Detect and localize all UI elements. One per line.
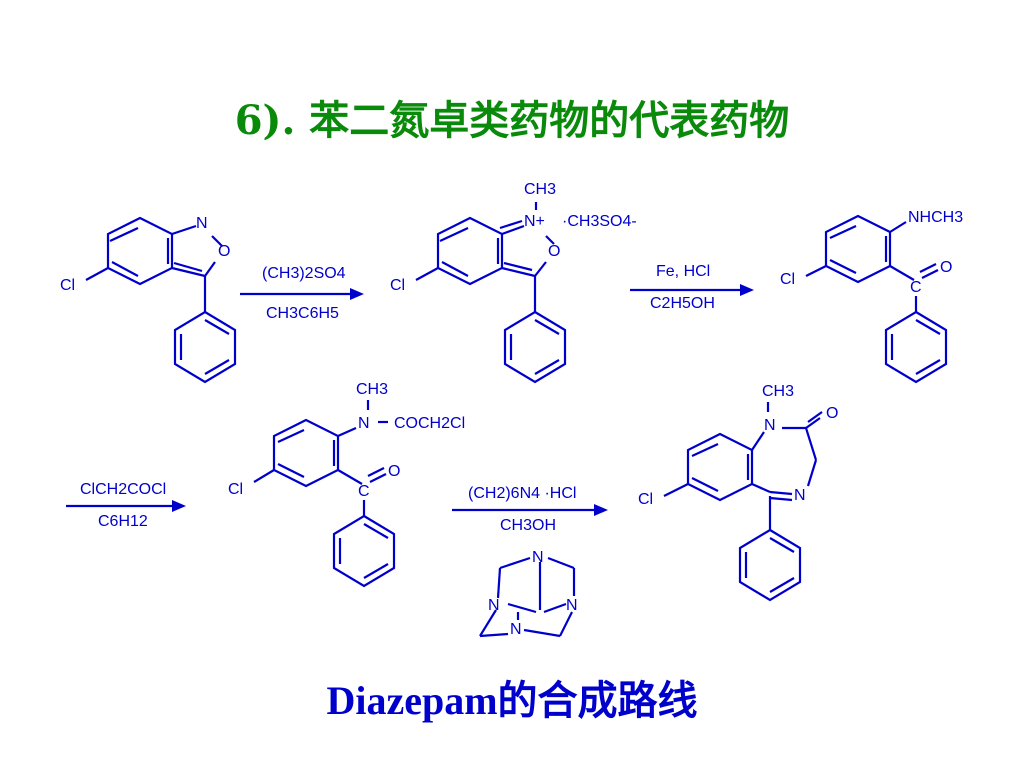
atom-c: C [910,279,922,296]
atom-cl: Cl [390,277,405,294]
atom-n: N [510,621,522,638]
reagent-above: ClCH2COCl [80,481,166,498]
compound-benzisoxazole: N O Cl [60,215,237,384]
atom-n: N [532,549,544,566]
atom-n: N [764,417,776,434]
atom-n: N [566,597,578,614]
atom-n: N [196,215,208,232]
atom-cl: Cl [228,481,243,498]
reagent-above: Fe, HCl [656,263,710,280]
atom-o: O [940,259,952,276]
atom-o: O [218,243,230,260]
atom-n-plus: N+ [524,213,545,230]
compound-diazepam: CH3 N O N Cl [638,383,838,602]
counter-ion: ·CH3SO4- [562,213,637,230]
atom-cl: Cl [60,277,75,294]
compound-aminobenzophenone: NHCH3 C O Cl [780,209,963,384]
scheme-caption: Diazepam的合成路线 [326,678,698,723]
atom-cl: Cl [780,271,795,288]
atom-o: O [548,243,560,260]
compound-n-methyl-salt: CH3 N+ ·CH3SO4- O Cl [390,181,637,384]
atom-c: C [358,483,370,500]
reagent-below: CH3C6H5 [266,305,339,322]
atom-o: O [388,463,400,480]
atom-o: O [826,405,838,422]
reagent-above: (CH3)2SO4 [262,265,346,282]
atom-n: N [358,415,370,432]
methyl-group: CH3 [356,381,388,398]
methyl-group: CH3 [762,383,794,400]
page-title: 6). 苯二氮卓类药物的代表药物 [234,97,790,144]
compound-chloroacetamide: CH3 N COCH2Cl C O Cl [228,381,465,588]
reagent-below: C6H12 [98,513,148,530]
reagent-below: C2H5OH [650,295,715,312]
atom-cl: Cl [638,491,653,508]
reaction-arrow-4: (CH2)6N4 ·HCl CH3OH [452,485,608,534]
atom-n: N [794,487,806,504]
reagent-above: (CH2)6N4 ·HCl [468,485,576,502]
reaction-arrow-3: ClCH2COCl C6H12 [66,481,186,530]
coch2cl-group: COCH2Cl [394,415,465,432]
reaction-arrow-2: Fe, HCl C2H5OH [630,263,754,312]
hexamine-structure: N N N N [479,549,578,638]
reagent-below: CH3OH [500,517,556,534]
nhch3-group: NHCH3 [908,209,963,226]
atom-n: N [488,597,500,614]
reaction-arrow-1: (CH3)2SO4 CH3C6H5 [240,265,364,322]
methyl-group: CH3 [524,181,556,198]
